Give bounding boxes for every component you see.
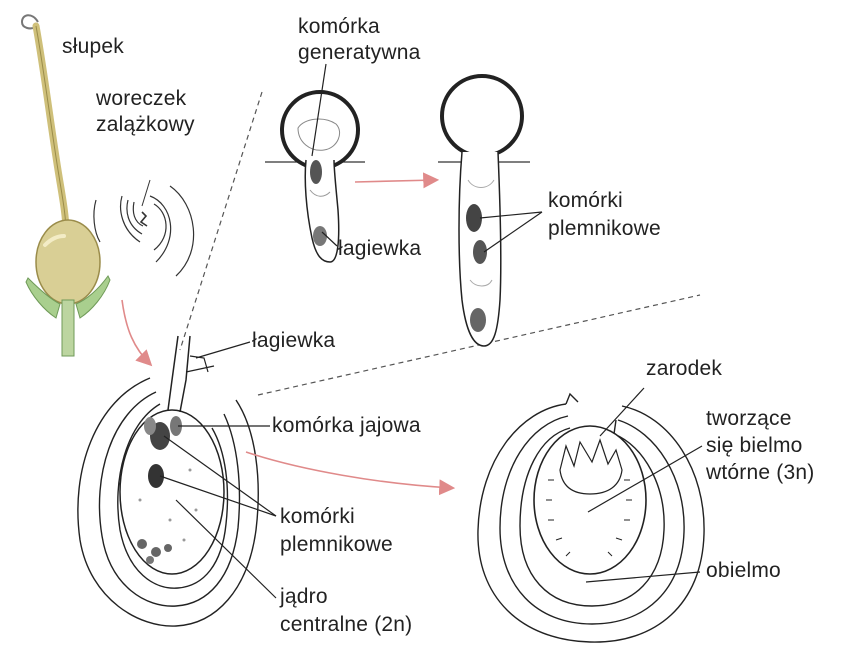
label-lagiewka-mid: łagiewka xyxy=(252,328,335,353)
embryo-sac-schematic xyxy=(94,180,194,276)
label-bielmo: obielmo xyxy=(706,558,781,583)
label-jadro-line1: jądro xyxy=(280,584,328,609)
label-slupek: słupek xyxy=(62,34,124,59)
label-tworzace-line1: tworzące xyxy=(706,406,792,431)
label-komorka-jajowa: komórka jajowa xyxy=(272,413,421,438)
label-jadro-line2: centralne (2n) xyxy=(280,612,412,637)
label-lagiewka-top: łagiewka xyxy=(338,236,421,261)
label-zarodek: zarodek xyxy=(646,356,722,381)
label-komorka-generatywna-line2: generatywna xyxy=(298,40,420,65)
arrow-pistil-to-ovule xyxy=(122,300,150,364)
pollen-grain-2 xyxy=(438,76,530,346)
seed-illustration xyxy=(478,394,704,642)
label-tworzace-line2: się bielmo xyxy=(706,433,803,458)
label-komorki-plemnikowe-bottom-line2: plemnikowe xyxy=(280,532,393,557)
label-tworzace-line3: wtórne (3n) xyxy=(706,460,814,485)
label-woreczek-line2: zalążkowy xyxy=(96,112,195,137)
label-komorki-plemnikowe-top-line1: komórki xyxy=(548,188,623,213)
ovule-illustration xyxy=(78,336,258,626)
pistil-illustration xyxy=(22,15,110,356)
arrow-grain1-to-grain2 xyxy=(355,180,436,182)
label-komorki-plemnikowe-top-line2: plemnikowe xyxy=(548,216,661,241)
label-woreczek-line1: woreczek xyxy=(96,86,186,111)
label-komorka-generatywna-line1: komórka xyxy=(298,14,380,39)
arrow-ovule-to-seed xyxy=(246,452,452,488)
label-komorki-plemnikowe-bottom-line1: komórki xyxy=(280,504,355,529)
